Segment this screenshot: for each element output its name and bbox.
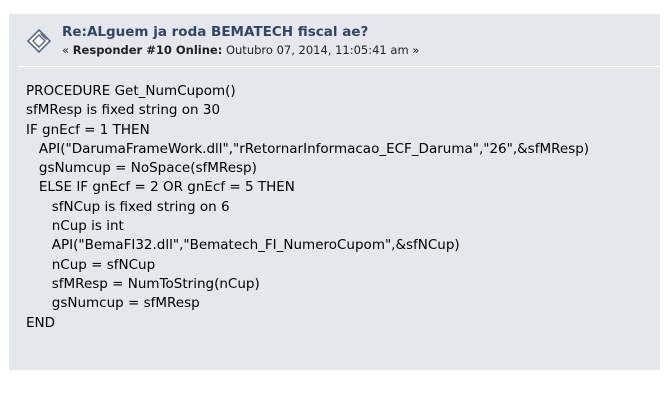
body-line: gsNumcup = NoSpace(sfMResp) — [26, 160, 257, 177]
post-footer — [9, 370, 660, 396]
post-body: PROCEDURE Get_NumCupom() sfMResp is fixe… — [26, 82, 589, 333]
body-line: nCup is int — [26, 218, 124, 235]
body-line: nCup = sfNCup — [26, 256, 156, 273]
body-line: ELSE IF gnEcf = 2 OR gnEcf = 5 THEN — [26, 179, 295, 196]
post-diamond-icon — [26, 28, 52, 54]
forum-post: Re:ALguem ja roda BEMATECH fiscal ae? « … — [9, 14, 660, 370]
header-divider — [18, 66, 660, 67]
post-reply-number[interactable]: Responder #10 Online: — [72, 43, 223, 57]
post-title[interactable]: Re:ALguem ja roda BEMATECH fiscal ae? — [62, 24, 369, 40]
body-line: sfMResp = NumToString(nCup) — [26, 275, 260, 292]
body-line: gsNumcup = sfMResp — [26, 295, 200, 312]
body-line: API("BemaFI32.dll","Bematech_FI_NumeroCu… — [26, 237, 460, 254]
body-line: sfMResp is fixed string on 30 — [26, 102, 221, 119]
meta-open-quote: « — [62, 43, 73, 57]
body-line: IF gnEcf = 1 THEN — [26, 121, 150, 138]
body-line: PROCEDURE Get_NumCupom() — [26, 83, 236, 99]
body-line: API("DarumaFrameWork.dll","rRetornarInfo… — [26, 140, 590, 157]
post-header: Re:ALguem ja roda BEMATECH fiscal ae? « … — [9, 14, 660, 64]
body-line: END — [26, 314, 56, 331]
post-meta: « Responder #10 Online: Outubro 07, 2014… — [62, 43, 419, 57]
body-line: sfNCup is fixed string on 6 — [26, 198, 230, 215]
post-date: Outubro 07, 2014, 11:05:41 am » — [222, 43, 420, 57]
